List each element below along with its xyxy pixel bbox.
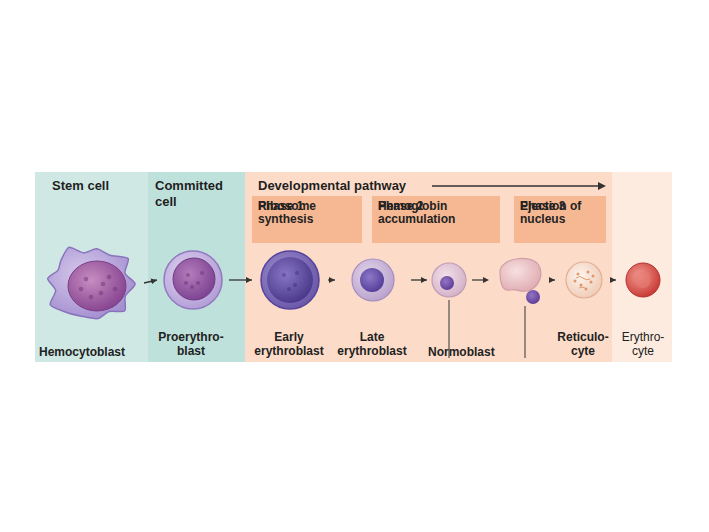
cell-stage: Reticulo- cyte xyxy=(556,260,612,358)
ejected-nucleus xyxy=(526,290,540,304)
phase-text: Ejection of nucleus xyxy=(520,200,606,226)
concavity xyxy=(635,272,651,288)
reticulum xyxy=(576,277,590,289)
texture-dot xyxy=(79,287,84,292)
step-arrow-head xyxy=(483,277,489,283)
stage-arrow xyxy=(229,279,252,280)
leader-line xyxy=(525,306,526,358)
stage-arrow xyxy=(549,279,555,280)
cell-illustration xyxy=(564,260,604,300)
step-arrow-line xyxy=(472,279,484,280)
texture-dot xyxy=(186,273,190,277)
cell-label: Hemocytoblast xyxy=(39,345,125,359)
nucleus xyxy=(360,268,384,292)
cell-illustration xyxy=(625,262,661,298)
cell-stage: Early erythroblast xyxy=(253,249,327,358)
cell-stage: Erythro- cyte xyxy=(617,262,669,358)
texture-dot xyxy=(101,282,106,287)
pathway-arrow-line xyxy=(432,185,600,186)
cell-illustration xyxy=(430,250,546,310)
panel-heading: Committed cell xyxy=(155,178,241,210)
texture-dot xyxy=(574,280,577,283)
texture-dot xyxy=(184,281,188,285)
cell-illustration xyxy=(162,249,224,311)
cell-label: Early erythroblast xyxy=(253,330,325,358)
stage-panel: Developmental pathwayPhase 1Ribosome syn… xyxy=(245,172,612,362)
texture-dot xyxy=(587,271,590,274)
texture-dot xyxy=(190,285,194,289)
cell-stage: Late erythroblast xyxy=(336,257,410,358)
cytoplasm xyxy=(432,263,466,297)
texture-dot xyxy=(287,287,291,291)
texture-dot xyxy=(113,287,118,292)
cell-illustration xyxy=(41,239,141,327)
texture-dot xyxy=(295,271,299,275)
cytoplasm xyxy=(500,258,541,291)
cytoplasm xyxy=(261,251,319,309)
mature-cell-band xyxy=(612,172,672,362)
cell-stage: Hemocytoblast xyxy=(39,239,143,359)
cell-stage: Normoblast xyxy=(428,250,548,359)
stage-panel: Stem cellHemocytoblast xyxy=(35,172,148,362)
cell-label: Late erythroblast xyxy=(336,330,408,358)
stem-cell-band xyxy=(35,172,148,362)
stage-arrow xyxy=(328,279,335,280)
cell-label: Reticulo- cyte xyxy=(556,330,610,358)
stage-arrow xyxy=(144,280,157,283)
texture-dot xyxy=(580,284,583,287)
cytoplasm xyxy=(352,259,394,301)
nucleus xyxy=(440,276,454,290)
panel-heading: Developmental pathway xyxy=(258,178,608,194)
committed-cell-band xyxy=(148,172,245,362)
pathway-band xyxy=(245,172,612,362)
stage-panel: Committed cellProerythro- blast xyxy=(148,172,245,362)
cytoplasm xyxy=(566,262,602,298)
texture-dot xyxy=(84,277,89,282)
texture-dot xyxy=(577,273,580,276)
texture-dot xyxy=(200,271,204,275)
texture-dot xyxy=(592,275,595,278)
cell-body xyxy=(626,263,660,297)
cell-label: Erythro- cyte xyxy=(619,330,667,358)
texture-dot xyxy=(590,281,593,284)
phase-box: Phase 1Ribosome synthesis xyxy=(252,196,362,243)
nucleus xyxy=(68,261,126,311)
panel-heading: Stem cell xyxy=(52,178,144,194)
cell-label: Normoblast xyxy=(428,345,495,359)
phase-text: Hemoglobin accumulation xyxy=(378,200,500,226)
texture-dot xyxy=(293,283,297,287)
texture-dot xyxy=(99,291,104,296)
phase-box: Phase 3Ejection of nucleus xyxy=(514,196,606,243)
texture-dot xyxy=(89,295,94,300)
cell-illustration xyxy=(350,257,396,303)
cell-label: Proerythro- blast xyxy=(158,330,224,358)
phase-text: Ribosome synthesis xyxy=(258,200,362,226)
pathway-arrow-head xyxy=(598,182,606,190)
cell-illustration xyxy=(259,249,321,311)
cell-stage: Proerythro- blast xyxy=(158,249,228,358)
stage-arrow xyxy=(613,279,616,280)
nucleus xyxy=(267,257,313,303)
texture-dot xyxy=(107,275,112,280)
texture-dot xyxy=(196,281,200,285)
stage-arrow xyxy=(411,279,427,280)
cytoplasm xyxy=(48,247,135,318)
texture-dot xyxy=(282,273,286,277)
nucleus xyxy=(173,258,215,300)
cytoplasm xyxy=(164,251,222,309)
phase-box: Phase 2Hemoglobin accumulation xyxy=(372,196,500,243)
